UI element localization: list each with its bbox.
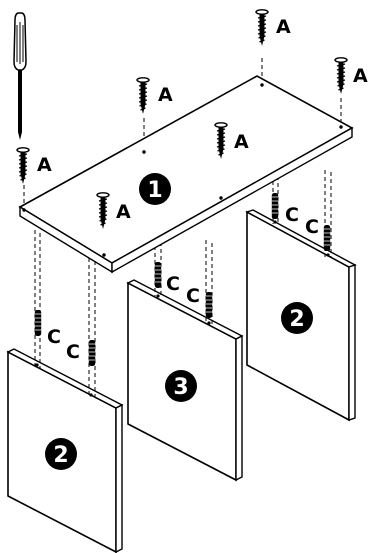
screw-callout: A (234, 131, 249, 153)
screw-icon (255, 9, 269, 47)
svg-text:3: 3 (173, 375, 188, 400)
screw-callout: A (353, 65, 368, 87)
screw-callout: A (116, 201, 131, 223)
dowel-callout: C (166, 273, 180, 295)
badge-middle-panel: 3 (165, 370, 197, 402)
badge-right-side-panel: 2 (281, 302, 313, 334)
dowel-icon (271, 192, 279, 220)
dowel-callout: C (186, 285, 200, 307)
dowel-callout: C (305, 216, 319, 238)
dowel-icon (34, 309, 42, 337)
badge-top-panel: 1 (139, 173, 171, 205)
screw-callout: A (37, 154, 52, 176)
screw-icon (16, 147, 30, 185)
dowel-icon (154, 261, 162, 289)
svg-text:2: 2 (53, 443, 68, 468)
screw-callout: A (276, 16, 291, 38)
svg-text:2: 2 (289, 307, 304, 332)
screwdriver-icon (13, 12, 27, 140)
dowel-callout: C (47, 326, 61, 348)
dowel-callout: C (66, 341, 80, 363)
dowel-icon (323, 224, 331, 252)
screw-icon (136, 77, 150, 115)
screw-icon (334, 57, 348, 95)
svg-text:1: 1 (147, 178, 162, 203)
screw-callout: A (158, 84, 173, 106)
dowel-icon (88, 339, 96, 367)
dowel-icon (205, 291, 213, 319)
dowel-callout: C (285, 204, 299, 226)
badge-left-side-panel: 2 (45, 438, 77, 470)
